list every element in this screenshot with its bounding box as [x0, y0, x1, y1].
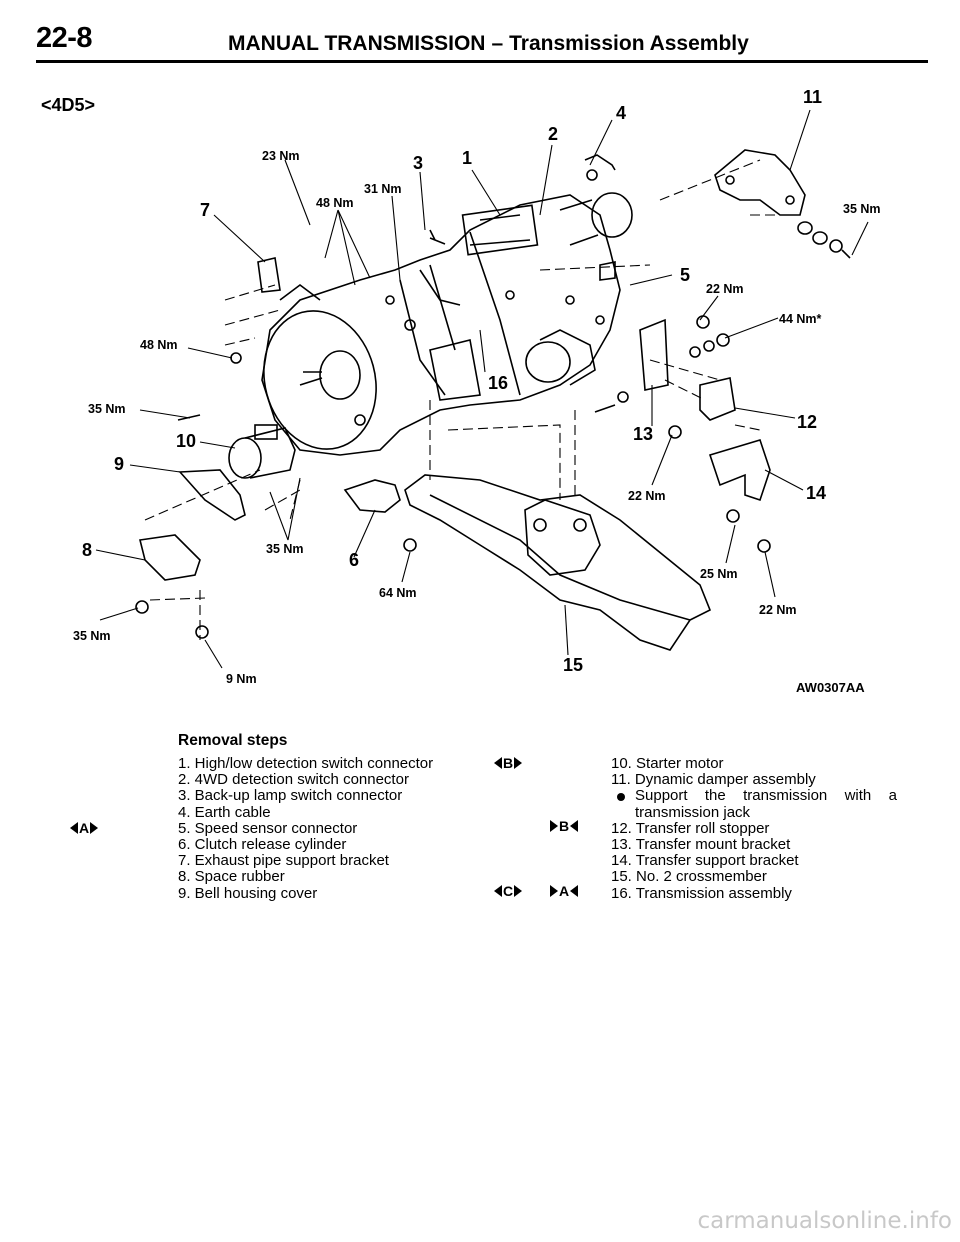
exploded-view-diagram: 1 2 3 4 5 6 7 8 9 10 11 12 13 14 15 16 2… [73, 87, 881, 695]
step-13: 13. Transfer mount bracket [611, 836, 791, 854]
step-9: 9. Bell housing cover [178, 884, 318, 902]
step-11: 11. Dynamic damper assembly [611, 771, 816, 789]
step-7: 7. Exhaust pipe support bracket [178, 852, 389, 870]
triangle-left-icon [494, 885, 502, 897]
callout-6: 6 [349, 550, 359, 570]
step-14: 14. Transfer support bracket [611, 852, 799, 870]
triangle-right-icon [90, 822, 99, 834]
torque-label: 44 Nm* [779, 312, 822, 326]
mark-letter: B [503, 755, 514, 771]
callout-4: 4 [616, 103, 626, 123]
watermark: carmanualsonline.info [697, 1208, 952, 1234]
callout-16: 16 [488, 373, 508, 393]
note-word: with [844, 787, 872, 805]
transmission-body-drawing [261, 192, 633, 456]
removal-mark-b: B [494, 755, 523, 771]
step-8: 8. Space rubber [178, 868, 285, 886]
step-15: 15. No. 2 crossmember [611, 868, 767, 886]
triangle-left-icon [70, 822, 78, 834]
removal-steps-right: 10. Starter motor 11. Dynamic damper ass… [611, 755, 897, 902]
step-6: 6. Clutch release cylinder [178, 836, 347, 854]
step-4: 4. Earth cable [178, 803, 271, 821]
alignment-lines [144, 159, 800, 640]
crossmember-drawing [404, 474, 712, 651]
bullet-icon [617, 793, 625, 802]
figure-code: AW0307AA [796, 680, 865, 695]
torque-label: 35 Nm [266, 542, 304, 556]
step-2: 2. 4WD detection switch connector [178, 771, 409, 789]
variant-label: <4D5> [41, 95, 96, 115]
mark-letter: A [559, 883, 570, 899]
removal-mark-c: C [494, 883, 523, 899]
step-5: 5. Speed sensor connector [178, 819, 358, 837]
note-word: a [888, 787, 897, 805]
triangle-right-icon [514, 885, 523, 897]
callout-8: 8 [82, 540, 92, 560]
step-16: 16. Transmission assembly [611, 884, 792, 902]
torque-label: 48 Nm [316, 196, 354, 210]
torque-label: 35 Nm [843, 202, 881, 216]
starter-motor-drawing [228, 424, 296, 479]
torque-label: 22 Nm [759, 603, 797, 617]
triangle-right-icon [514, 757, 523, 769]
mark-letter: B [559, 818, 570, 834]
torque-label: 64 Nm [379, 586, 417, 600]
callout-2: 2 [548, 124, 558, 144]
triangle-right-icon [550, 820, 558, 832]
subsection-title: Transmission Assembly [509, 32, 749, 55]
note-word: transmission [743, 787, 828, 805]
note-line-1: Support the transmission with a [635, 788, 897, 804]
page-number: 22-8 [36, 22, 93, 54]
triangle-left-icon [570, 885, 579, 897]
callout-14: 14 [806, 483, 826, 503]
callout-3: 3 [413, 153, 423, 173]
removal-mark-a: A [70, 820, 99, 836]
torque-label: 35 Nm [73, 629, 111, 643]
installation-mark-a: A [550, 883, 579, 899]
step-3: 3. Back-up lamp switch connector [178, 787, 403, 805]
note-word: Support [635, 787, 688, 805]
torque-label: 22 Nm [706, 282, 744, 296]
mark-letter: A [79, 820, 90, 836]
callout-7: 7 [200, 200, 210, 220]
callout-5: 5 [680, 265, 690, 285]
callout-10: 10 [176, 431, 196, 451]
note-word: the [704, 787, 726, 805]
leader-lines [95, 109, 869, 669]
torque-label: 23 Nm [262, 149, 300, 163]
torque-label: 25 Nm [700, 567, 738, 581]
callout-12: 12 [797, 412, 817, 432]
callout-15: 15 [563, 655, 583, 675]
torque-label: 31 Nm [364, 182, 402, 196]
callout-1: 1 [462, 148, 472, 168]
callout-11: 11 [803, 87, 822, 107]
step-1: 1. High/low detection switch connector [178, 755, 434, 772]
mark-letter: C [503, 883, 514, 899]
installation-mark-b: B [550, 818, 579, 834]
page-title: MANUAL TRANSMISSION–Transmission Assembl… [228, 32, 749, 56]
section-title: MANUAL TRANSMISSION [228, 32, 486, 55]
triangle-left-icon [570, 820, 579, 832]
note-line-2: transmission jack [635, 803, 751, 821]
callout-9: 9 [114, 454, 124, 474]
removal-steps-heading: Removal steps [178, 732, 288, 749]
triangle-left-icon [494, 757, 502, 769]
support-note: Support the transmission with a transmis… [611, 788, 897, 820]
removal-steps-left: 1. High/low detection switch connector 2… [178, 755, 434, 902]
header-rule [36, 60, 928, 63]
torque-label: 22 Nm [628, 489, 666, 503]
torque-label: 9 Nm [226, 672, 257, 686]
step-10: 10. Starter motor [611, 755, 724, 772]
torque-label: 48 Nm [140, 338, 178, 352]
callout-13: 13 [633, 424, 653, 444]
triangle-right-icon [550, 885, 558, 897]
step-12: 12. Transfer roll stopper [611, 819, 770, 837]
dynamic-damper-drawing [714, 149, 851, 259]
title-dash: – [491, 32, 504, 55]
torque-label: 35 Nm [88, 402, 126, 416]
